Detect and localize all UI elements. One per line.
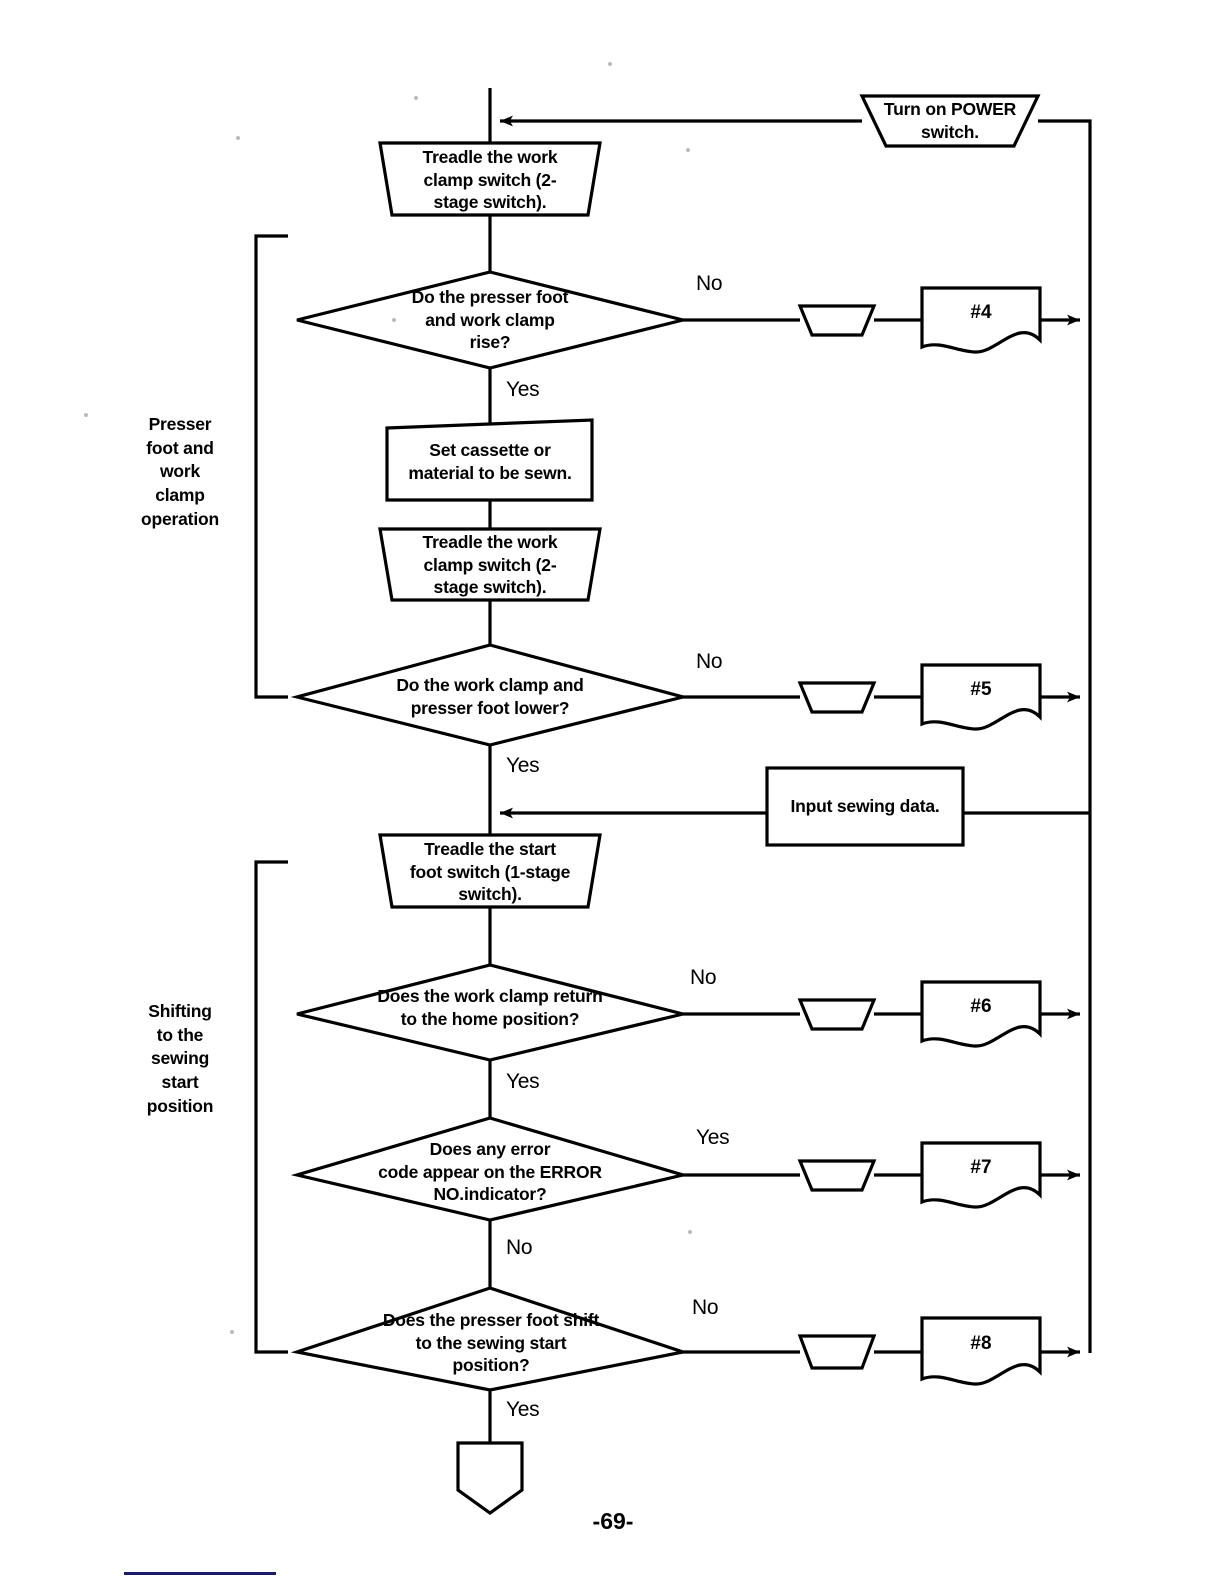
group-presser-bracket — [254, 234, 288, 699]
treadle-work-clamp-1-shape — [378, 141, 602, 217]
ref-7-shape — [920, 1141, 1042, 1209]
decision-home-shape — [296, 963, 684, 1062]
connector-trapezoid-6 — [797, 998, 877, 1031]
scan-speck — [84, 413, 88, 417]
treadle-work-clamp-2-shape — [378, 527, 602, 602]
ref-4-shape — [920, 286, 1042, 354]
ref-6-shape — [920, 980, 1042, 1048]
scan-speck — [414, 96, 418, 100]
scan-speck — [392, 318, 396, 322]
scan-speck — [686, 148, 690, 152]
scan-speck — [688, 1230, 692, 1234]
scan-speck — [236, 136, 240, 140]
offpage-connector-shape — [456, 1441, 524, 1515]
decision-error-shape — [290, 1116, 690, 1222]
return-bus-top — [1038, 119, 1092, 320]
page-number: -69- — [592, 1508, 634, 1534]
treadle-start-foot-shape — [378, 833, 602, 909]
scan-speck — [608, 62, 612, 66]
decision-shift-shape — [290, 1286, 690, 1392]
scan-speck — [230, 1330, 234, 1334]
bottom-rule — [124, 1572, 276, 1575]
connector-trapezoid-4 — [797, 304, 877, 337]
group-shifting-bracket — [254, 860, 288, 1354]
ref-8-shape — [920, 1316, 1042, 1386]
decision-lower-shape — [290, 643, 690, 747]
connector-trapezoid-5 — [797, 681, 877, 714]
connector-trapezoid-8 — [797, 1334, 877, 1370]
turn-on-power-shape — [859, 94, 1041, 148]
connector-trapezoid-7 — [797, 1159, 877, 1192]
set-cassette-shape — [385, 418, 594, 502]
input-sewing-data-shape — [765, 766, 965, 847]
ref-5-shape — [920, 663, 1042, 731]
decision-rise-shape — [296, 270, 684, 370]
